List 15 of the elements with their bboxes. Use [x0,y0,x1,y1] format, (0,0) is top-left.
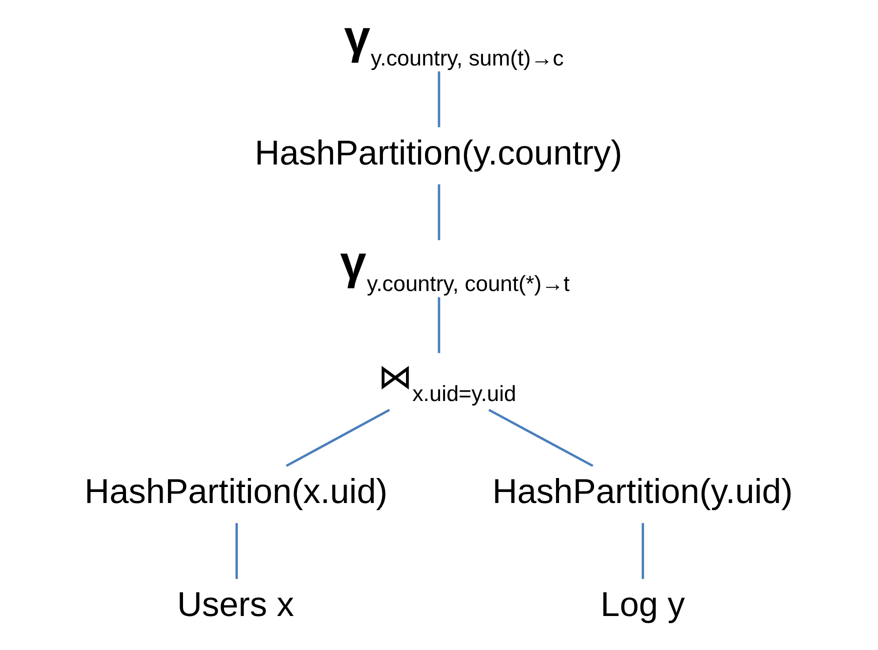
connector [642,523,644,579]
node-text: HashPartition(y.country) [254,134,622,172]
node-text: HashPartition(x.uid) [84,473,388,512]
node-text: Log y [600,586,685,624]
node-text: Users x [177,586,294,624]
node-text: γ$_{y.country, count(*)→t}$ [340,236,570,296]
connector [438,184,440,240]
node-text: ⋈$_{x.uid=y.uid}$ [378,358,516,406]
connector [438,297,440,354]
connector [236,523,238,579]
node-text: γ$_{y.country, sum(t)→c}$ [344,10,564,70]
connector [488,408,594,467]
node-text: HashPartition(y.uid) [492,473,793,512]
connector [438,71,440,128]
connector [286,408,390,467]
